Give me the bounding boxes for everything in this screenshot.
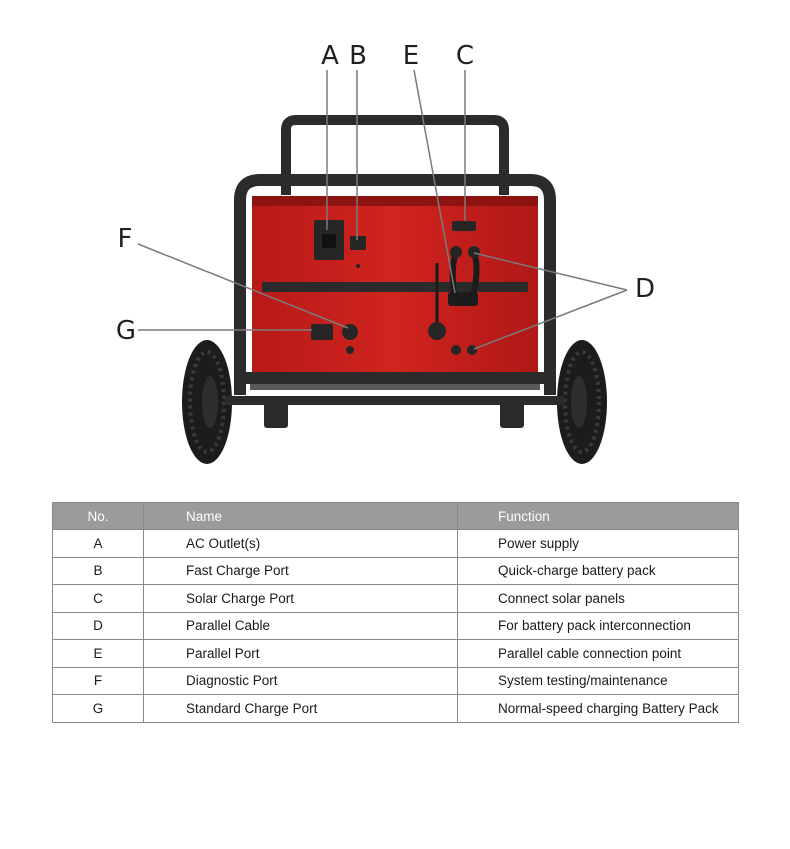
- table-row: B Fast Charge Port Quick-charge battery …: [52, 556, 739, 585]
- cell-name: Standard Charge Port: [143, 694, 458, 723]
- cell-no: C: [52, 584, 144, 613]
- cell-name: Parallel Port: [143, 639, 458, 668]
- cell-name: Diagnostic Port: [143, 666, 458, 695]
- axle: [225, 396, 565, 405]
- cell-no: E: [52, 639, 144, 668]
- top-handle: [281, 115, 509, 195]
- header-no: No.: [52, 502, 144, 530]
- device-diagram: A B E C F G D: [116, 41, 655, 464]
- right-foot: [500, 402, 524, 428]
- table-row: F Diagnostic Port System testing/mainten…: [52, 666, 739, 695]
- callout-a: A: [321, 41, 339, 71]
- cell-name: AC Outlet(s): [143, 529, 458, 558]
- cell-function: System testing/maintenance: [457, 666, 739, 695]
- cell-function: Quick-charge battery pack: [457, 556, 739, 585]
- right-wheel: [557, 340, 607, 464]
- callout-b: B: [349, 41, 367, 71]
- callout-g: G: [116, 316, 136, 346]
- cell-function: Parallel cable connection point: [457, 639, 739, 668]
- fast-charge-port: [350, 236, 366, 250]
- header-name: Name: [143, 502, 458, 530]
- strap: [262, 282, 528, 292]
- table-row: A AC Outlet(s) Power supply: [52, 529, 739, 558]
- cell-function: Power supply: [457, 529, 739, 558]
- leader-lines: [137, 69, 628, 350]
- cell-no: D: [52, 611, 144, 640]
- left-wheel: [182, 340, 232, 464]
- cell-name: Fast Charge Port: [143, 556, 458, 585]
- cell-name: Parallel Cable: [143, 611, 458, 640]
- parallel-port: [448, 292, 478, 306]
- cell-no: B: [52, 556, 144, 585]
- table-row: G Standard Charge Port Normal-speed char…: [52, 694, 739, 723]
- cell-name: Solar Charge Port: [143, 584, 458, 613]
- cell-function: For battery pack interconnection: [457, 611, 739, 640]
- frame: [234, 174, 556, 395]
- cell-function: Connect solar panels: [457, 584, 739, 613]
- callout-e: E: [403, 41, 419, 71]
- cell-no: G: [52, 694, 144, 723]
- table-row: C Solar Charge Port Connect solar panels: [52, 584, 739, 613]
- parts-table: No. Name Function A AC Outlet(s) Power s…: [52, 502, 739, 723]
- standard-charge-port: [311, 324, 333, 340]
- cell-no: F: [52, 666, 144, 695]
- callout-f: F: [118, 224, 133, 254]
- callout-d: D: [635, 274, 655, 304]
- table-row: E Parallel Port Parallel cable connectio…: [52, 639, 739, 668]
- solar-charge-port: [452, 221, 476, 231]
- table-header-row: No. Name Function: [52, 502, 739, 530]
- header-function: Function: [457, 502, 739, 530]
- cell-no: A: [52, 529, 144, 558]
- table-row: D Parallel Cable For battery pack interc…: [52, 611, 739, 640]
- cell-function: Normal-speed charging Battery Pack: [457, 694, 739, 723]
- left-foot: [264, 402, 288, 428]
- callout-c: C: [456, 41, 474, 71]
